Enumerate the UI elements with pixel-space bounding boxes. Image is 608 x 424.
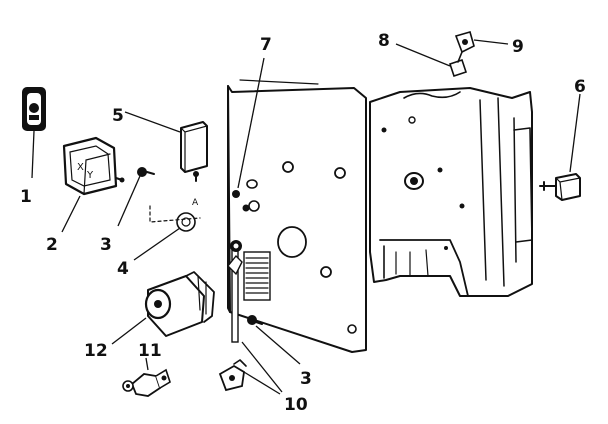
part-11-fitting (122, 357, 171, 397)
callout-10: 10 (284, 395, 308, 415)
callout-7: 7 (260, 35, 272, 55)
callout-8: 8 (378, 31, 390, 51)
mounting-panel (227, 79, 367, 353)
callout-11: 11 (138, 341, 162, 361)
callout-9: 9 (512, 37, 524, 57)
mounting-outline (133, 205, 201, 261)
callout-4: 4 (117, 259, 129, 279)
part-8-9-connector (395, 31, 509, 78)
part-12-valve (111, 271, 215, 345)
part-6-plug (539, 93, 581, 201)
part-3-screw-left (117, 167, 155, 227)
callout-1: 1 (20, 187, 32, 207)
leader-3b (255, 325, 301, 365)
gauge-mark-x: X (77, 162, 84, 173)
leader-7 (237, 57, 265, 189)
gauge-mark-y: Y (86, 170, 94, 181)
callout-5: 5 (112, 106, 124, 126)
part-10-clip (218, 341, 283, 395)
part-1-control-knob (22, 87, 46, 179)
panel-grille (243, 251, 271, 301)
callout-2: 2 (46, 235, 58, 255)
part-5-sensor (124, 111, 208, 182)
callout-12: 12 (84, 341, 108, 361)
main-housing (369, 87, 533, 297)
callout-3b: 3 (300, 369, 312, 389)
callout-6: 6 (574, 77, 586, 97)
callout-3a: 3 (100, 235, 112, 255)
bracket-mark-a: A (192, 198, 199, 208)
part-2-gauge (61, 136, 125, 233)
